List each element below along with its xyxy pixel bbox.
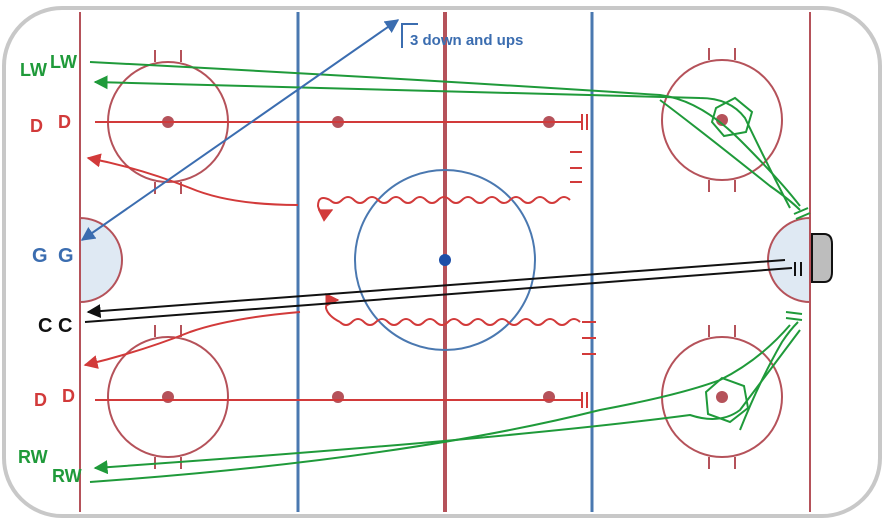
goalie-path: 3 down and ups <box>80 19 523 241</box>
label-lw-inner: LW <box>50 52 77 72</box>
label-d-top-inner: D <box>58 112 71 132</box>
d-bottom-backskate-arrow <box>83 311 301 369</box>
neutral-dot-bottom-left <box>332 391 344 403</box>
lw-cut-to-net <box>659 99 801 211</box>
center-paths <box>84 259 802 323</box>
rw-return-path <box>93 329 801 475</box>
right-goal-net <box>811 233 833 283</box>
lw-pylon-loop <box>710 96 754 138</box>
lw-stop-mark-2 <box>795 212 811 220</box>
forward-paths <box>89 61 811 483</box>
neutral-dot-bottom-right <box>543 391 555 403</box>
rw-cut-path <box>739 321 799 431</box>
right-goal-crease <box>767 216 811 304</box>
label-lw-outer: LW <box>20 60 47 80</box>
c-outbound-path <box>84 267 793 323</box>
label-g-outer: G <box>32 245 48 267</box>
annotation-bracket <box>401 23 418 48</box>
label-g-inner: G <box>58 245 74 267</box>
rw-stop-mark <box>785 311 803 315</box>
goalie-down-and-ups-arrow <box>80 19 400 241</box>
annotation-3-down-and-ups: 3 down and ups <box>410 32 523 49</box>
label-d-bottom-inner: D <box>62 386 75 406</box>
label-d-bottom-outer: D <box>34 390 47 410</box>
center-faceoff-circle <box>354 169 536 351</box>
c-return-path <box>86 259 786 319</box>
label-c-outer: C <box>38 315 52 337</box>
rw-stop-mark-2 <box>785 317 803 321</box>
rw-pylon-loop <box>704 376 750 424</box>
label-d-top-outer: D <box>30 116 43 136</box>
d-bottom-turn-loop <box>324 293 341 323</box>
label-rw-inner: RW <box>52 466 82 486</box>
rw-outbound-path <box>89 324 791 483</box>
pylon-icon <box>570 114 596 408</box>
label-c-inner: C <box>58 315 72 337</box>
label-rw-outer: RW <box>18 447 48 467</box>
faceoff-circle-right-top <box>661 48 783 192</box>
player-labels: LW LW D D G G C C D D RW RW <box>18 52 82 486</box>
d-bottom-wavy-crossovers <box>339 318 581 326</box>
lw-stop-mark <box>793 207 809 215</box>
